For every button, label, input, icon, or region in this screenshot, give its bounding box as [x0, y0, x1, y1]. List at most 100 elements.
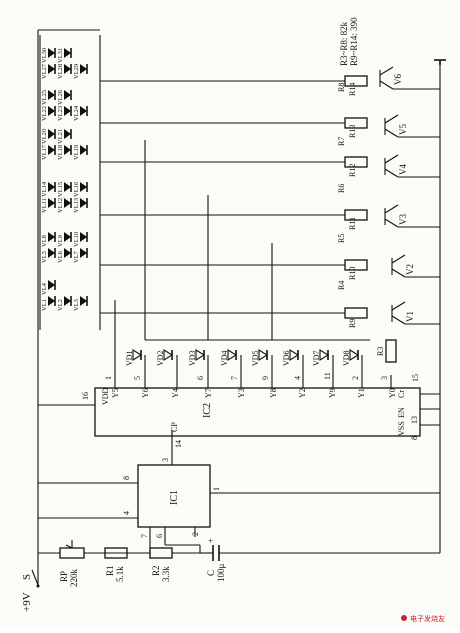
svg-text:Y3: Y3: [237, 388, 246, 398]
led-label: VL21: [57, 129, 64, 144]
led-symbol: [48, 129, 55, 139]
svg-text:R4: R4: [337, 281, 346, 290]
svg-text:9: 9: [261, 376, 270, 380]
svg-text:VD5: VD5: [251, 350, 260, 366]
svg-text:Y8: Y8: [269, 388, 278, 398]
led-symbol: [48, 280, 55, 290]
svg-text:Y5: Y5: [111, 388, 120, 398]
led-symbol: [80, 198, 87, 208]
led-label: VL13: [73, 198, 80, 213]
svg-text:R13: R13: [348, 125, 357, 138]
svg-text:VD1: VD1: [125, 350, 134, 366]
svg-text:Y4: Y4: [171, 388, 180, 398]
cap-value: 100μ: [216, 564, 226, 583]
led-symbol: [48, 232, 55, 242]
svg-text:VDD: VDD: [101, 387, 110, 405]
led-label: VL5: [41, 251, 48, 263]
svg-text:11: 11: [323, 372, 332, 380]
resistor-notes: R3~R8: 82k R9~R14: 390: [339, 17, 359, 66]
svg-text:7: 7: [140, 534, 149, 538]
svg-text:6: 6: [155, 534, 164, 538]
svg-text:Cr: Cr: [397, 390, 406, 398]
rp-potentiometer: [59, 547, 85, 559]
svg-text:2: 2: [191, 532, 200, 536]
led-symbol: [64, 182, 71, 192]
switch-label: S: [21, 574, 33, 580]
driver-stages: R3 R9 R10 R11 R12 R13 R14 R4 R5 R6 R7 R8: [100, 59, 446, 363]
watermark: 电子发烧友: [401, 614, 445, 623]
led-label: VL3: [73, 299, 80, 311]
led-symbol: [64, 198, 71, 208]
led-label: VL1: [41, 299, 48, 311]
steering-diodes: VD1 VD2 VD3 VD4 VD5 VD6 VD7 VD8: [125, 140, 370, 366]
led-label: VL8: [41, 235, 48, 247]
svg-text:VD2: VD2: [156, 350, 165, 366]
led-label: VL19: [73, 145, 80, 160]
svg-text:V6: V6: [393, 74, 403, 85]
cap-polarity: +: [208, 536, 213, 546]
r1-value: 5.1k: [115, 566, 125, 582]
led-label: VL16: [73, 181, 80, 197]
svg-text:R10: R10: [348, 267, 357, 280]
led-symbol: [80, 145, 87, 155]
r1-name: R1: [105, 565, 115, 576]
led-label: VL26: [57, 89, 64, 105]
note-r3-r8: R3~R8: 82k: [339, 21, 349, 66]
led-label: VL28: [57, 64, 64, 79]
svg-text:CP: CP: [170, 422, 179, 432]
svg-text:Y6: Y6: [141, 388, 150, 398]
rp-name: RP: [59, 571, 69, 582]
led-symbol: [64, 145, 71, 155]
led-label: VL2: [57, 299, 64, 311]
led-label: VL27: [41, 63, 48, 79]
led-label: VL23: [57, 106, 64, 121]
svg-text:R14: R14: [348, 83, 357, 96]
svg-text:V4: V4: [398, 164, 408, 175]
led-label: VL29: [73, 64, 80, 79]
led-symbol: [48, 64, 55, 74]
svg-text:1: 1: [104, 376, 113, 380]
svg-text:3: 3: [161, 458, 170, 462]
r1-resistor: [104, 547, 128, 559]
svg-text:VD6: VD6: [282, 350, 291, 366]
svg-text:2: 2: [351, 376, 360, 380]
led-symbol: [64, 248, 71, 258]
svg-text:VD4: VD4: [220, 350, 229, 366]
led-symbol: [48, 248, 55, 258]
svg-text:3: 3: [380, 376, 389, 380]
svg-text:Y1: Y1: [357, 388, 366, 398]
svg-text:R9: R9: [348, 319, 357, 328]
r2-value: 3.3k: [161, 566, 171, 582]
svg-text:5: 5: [133, 376, 142, 380]
led-symbol: [64, 64, 71, 74]
led-symbol: [64, 129, 71, 139]
led-symbol: [80, 106, 87, 116]
ic1-name: IC1: [169, 490, 180, 505]
svg-text:Y2: Y2: [298, 388, 307, 398]
led-symbol: [64, 90, 71, 100]
svg-text:8: 8: [410, 436, 419, 440]
led-symbol: [48, 48, 55, 58]
svg-text:Y9: Y9: [328, 388, 337, 398]
svg-text:R3: R3: [376, 347, 385, 356]
led-symbol: [48, 90, 55, 100]
led-symbol: [80, 248, 87, 258]
svg-text:R12: R12: [348, 164, 357, 177]
led-label: VL12: [57, 198, 64, 213]
led-label: VL11: [41, 198, 48, 213]
led-symbol: [80, 64, 87, 74]
led-label: VL24: [73, 105, 80, 121]
led-symbol: [64, 296, 71, 306]
led-symbol: [80, 182, 87, 192]
svg-text:Y7: Y7: [204, 388, 213, 398]
svg-text:V5: V5: [398, 124, 408, 135]
svg-text:16: 16: [81, 392, 90, 400]
note-r9-r14: R9~R14: 390: [349, 17, 359, 66]
led-symbol: [64, 106, 71, 116]
led-symbol: [64, 232, 71, 242]
led-symbol: [48, 296, 55, 306]
led-label: VL30: [41, 48, 48, 63]
